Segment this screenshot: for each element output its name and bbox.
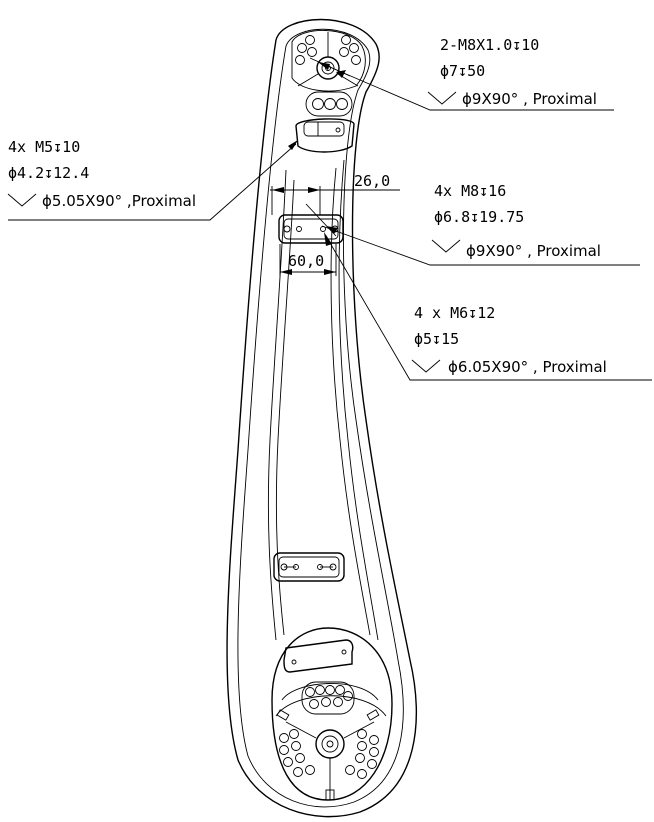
top-joint <box>291 30 366 153</box>
leader-mid-right <box>321 225 640 266</box>
leader-left <box>8 143 297 221</box>
countersink-icon <box>427 91 457 105</box>
leader-top-right-arrow <box>318 62 330 70</box>
arm-inner-outline <box>237 28 404 808</box>
callout-top-right-line2: ϕ7↧50 <box>440 62 485 80</box>
callout-mid-right-line2: ϕ6.8↧19.75 <box>434 208 524 226</box>
channel-right-line-2 <box>330 167 371 636</box>
leader-lower-right <box>325 235 652 381</box>
leader-top-right <box>317 61 614 111</box>
dim-lower-text: 60,0 <box>288 252 324 270</box>
callout-left-line3: ϕ5.05X90° ,Proximal <box>42 192 196 210</box>
callout-top-right-line1: 2-M8X1.0↧10 <box>440 36 539 54</box>
callout-lower-right-line1: 4 x M6↧12 <box>414 304 495 322</box>
channel-right-line <box>338 159 379 641</box>
lower-mount-plate <box>273 552 345 582</box>
upper-mount-plate <box>278 214 344 244</box>
callout-lower-right-line2: ϕ5↧15 <box>414 330 459 348</box>
callout-left-line2: ϕ4.2↧12.4 <box>8 164 89 182</box>
callout-top-right-line3: ϕ9X90° , Proximal <box>462 90 597 108</box>
callout-mid-right-line1: 4x M8↧16 <box>434 182 506 200</box>
countersink-icon <box>7 193 37 207</box>
callout-mid-right-line3: ϕ9X90° , Proximal <box>466 242 601 260</box>
countersink-icon <box>431 239 461 253</box>
bottom-joint <box>271 627 393 801</box>
channel-left-line <box>267 169 287 641</box>
arm-outer-outline <box>226 18 418 818</box>
countersink-icon <box>411 359 441 373</box>
channel-left-line-2 <box>275 179 295 636</box>
callout-left-line1: 4x M5↧10 <box>8 138 80 156</box>
callout-lower-right-line3: ϕ6.05X90° , Proximal <box>448 358 607 376</box>
dim-upper-text: 26,0 <box>354 172 390 190</box>
